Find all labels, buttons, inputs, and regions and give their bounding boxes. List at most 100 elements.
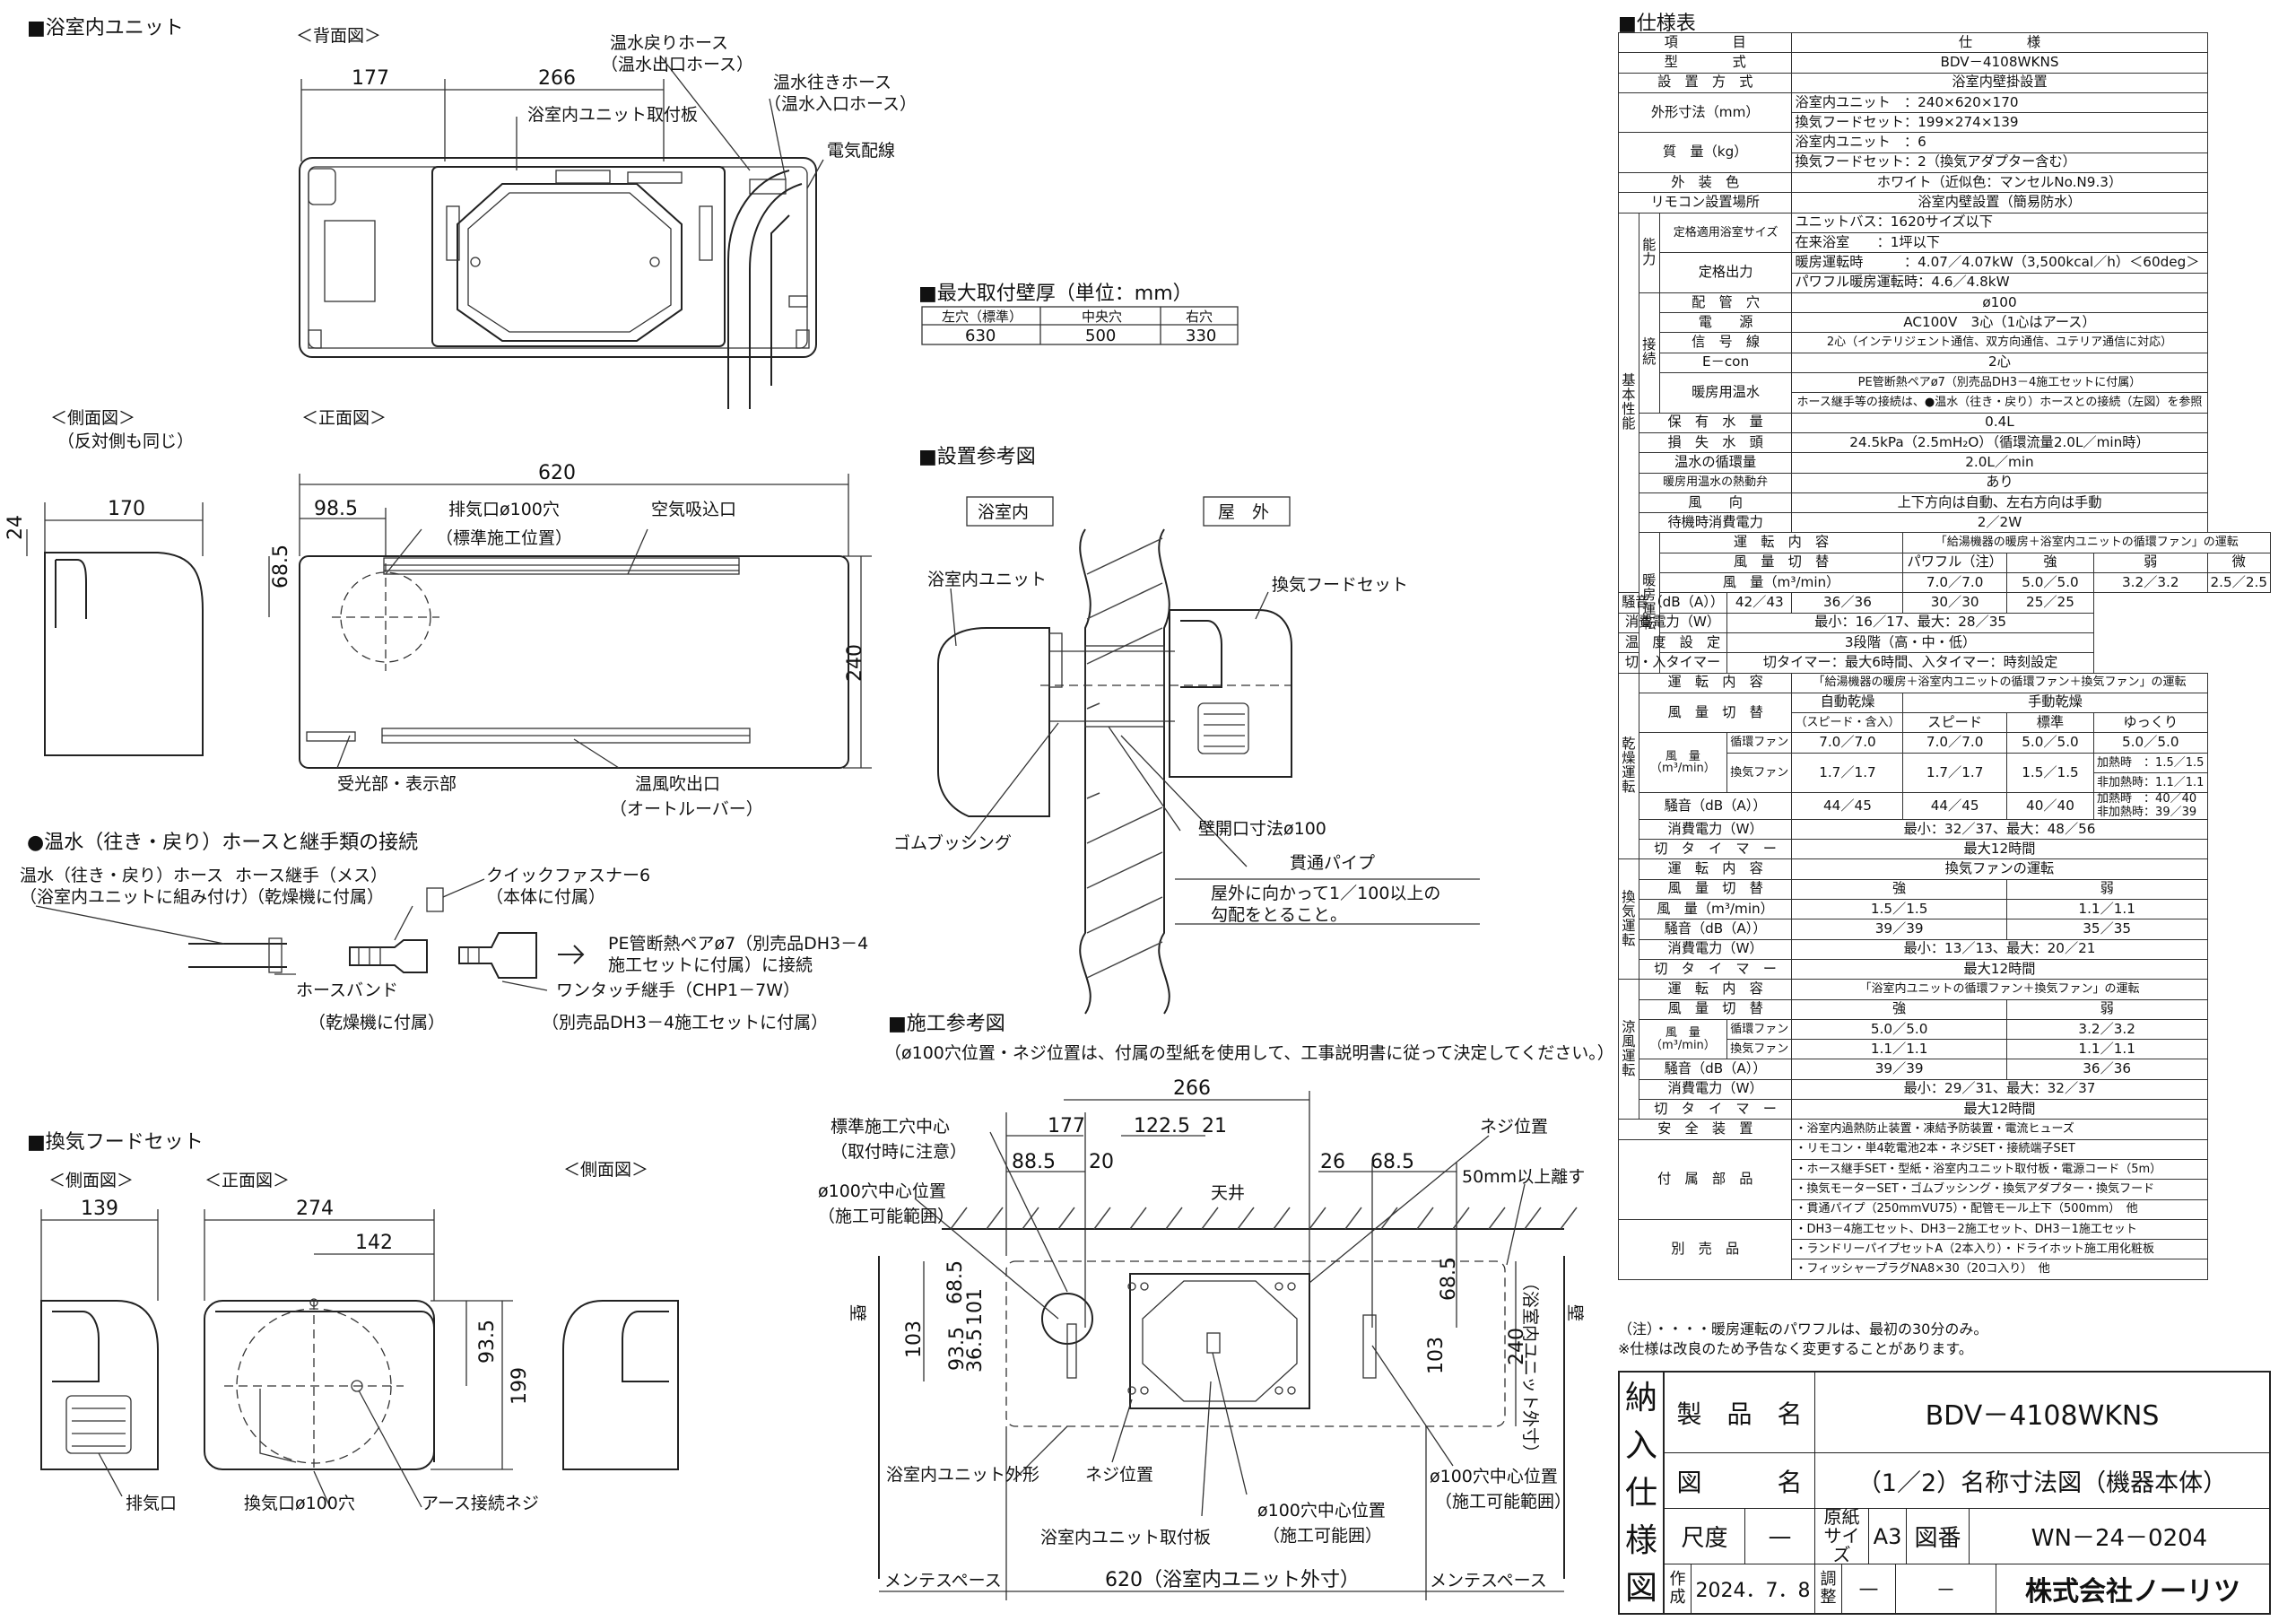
dry-vent-0: 1.7／1.7 [1791, 752, 1904, 794]
dry-power: 最小：32／37、最大：48／56 [1791, 818, 2208, 841]
spec-mass-label: 質 量（kg） [1617, 132, 1793, 174]
label-wall-right: 壁 [1565, 1304, 1585, 1321]
vent-sw-label: 風 量 切 替 [1638, 878, 1793, 901]
sold-1: ・ランドリーパイプセットA（2本入り）・ドライホット施工用化粧板 [1791, 1239, 2208, 1260]
spec-group-connection: 接続 [1638, 292, 1660, 414]
label-bushing: ゴムブッシング [893, 832, 1012, 853]
spec-hotwater-label: 暖房用温水 [1658, 372, 1793, 414]
spec-valve-label: 暖房用温水の熱動弁 [1638, 472, 1793, 493]
label-return-hose2: （温水出口ホース） [601, 55, 753, 74]
label-receiver: 受光部・表示部 [337, 774, 457, 794]
cdim-b: 177 [1048, 1115, 1085, 1137]
spec-hotwater-note: ホース継手等の接続は、●温水（往き・戻り）ホースとの接続（左図）を参照 [1791, 392, 2208, 414]
hood-side-title2: ＜側面図＞ [563, 1160, 648, 1180]
dry-vent-label: 換気ファン [1726, 752, 1793, 794]
wall-header-left: 左穴（標準） [942, 309, 1022, 325]
label-wiring: 電気配線 [827, 141, 895, 161]
wall-value-right: 330 [1186, 327, 1216, 345]
front-view-title: ＜正面図＞ [301, 408, 387, 428]
cdim-n: 103 [1425, 1337, 1448, 1374]
hose-l2: ホース継手（メス） [235, 866, 387, 885]
heat-power-label: 消費電力（W） [1617, 612, 1728, 633]
heat-timer: 切タイマー：最大6時間、入タイマー：時刻設定 [1726, 652, 2095, 674]
spec-econ: 2心 [1791, 352, 2208, 374]
label-hole-center: ø100穴中心位置 [818, 1181, 946, 1201]
construction-drawing: （ø100穴位置・ネジ位置は、付属の型紙を使用して、工事説明書に従って決定してく… [818, 1043, 1614, 1600]
spec-install-label: 設 置 方 式 [1617, 72, 1793, 93]
dim-266: 266 [538, 67, 576, 90]
safety: ・浴室内過熱防止装置・凍結予防装置・電流ヒューズ [1791, 1119, 2208, 1140]
note-1: （注）・・・・暖房運転のパワフルは、最初の30分のみ。 [1618, 1320, 1988, 1338]
dim-199: 199 [509, 1367, 531, 1405]
label-return-hose: 温水戻りホース [610, 33, 728, 53]
cool-circ-0: 5.0／5.0 [1791, 1018, 2007, 1041]
spec-output-heat: 暖房運転時 ：4.07／4.07kW（3,500kcal／h）＜60deg＞ [1791, 252, 2208, 274]
label-hole-center2: （施工可能範囲） [818, 1207, 954, 1226]
spec-water: 0.4L [1791, 412, 2208, 433]
dim-170: 170 [108, 498, 145, 520]
dry-timer: 最大12時間 [1791, 839, 2208, 860]
drawing-no: WN－24－0204 [1970, 1509, 2269, 1564]
heat-air-3: 2.5／2.5 [2206, 572, 2271, 594]
spec-title: ■仕様表 [1618, 13, 1696, 35]
label-slope2: 勾配をとること。 [1211, 905, 1347, 925]
cdim-m: 36.5 [964, 1329, 987, 1373]
section-hose: ●温水（往き・戻り）ホースと継手類の接続 [27, 832, 418, 854]
heat-temp: 3段階（高・中・低） [1726, 632, 2095, 654]
dim-139: 139 [81, 1198, 118, 1220]
dry-sw-standard: 標準 [2005, 712, 2095, 734]
cool-vent-1: 1.1／1.1 [2005, 1039, 2208, 1060]
cdim-j: 101 [964, 1288, 987, 1326]
heat-noise-1: 36／36 [1791, 592, 1904, 614]
vent-op: 換気ファンの運転 [1791, 858, 2208, 880]
spec-circ-label: 温水の循環量 [1638, 452, 1793, 474]
hose-l1: 温水（往き・戻り）ホース [20, 866, 223, 885]
vent-sw-strong: 強 [1791, 878, 2007, 901]
hood-side-title: ＜側面図＞ [48, 1171, 134, 1190]
dry-timer-label: 切 タ イ マ ー [1638, 839, 1793, 860]
spec-room-label: 定格適用浴室サイズ [1658, 212, 1793, 254]
heat-noise-2: 30／30 [1902, 592, 2007, 614]
dry-sw-speed: スピード [1902, 712, 2007, 734]
dry-noise-0: 44／45 [1791, 792, 1904, 820]
spec-size-label: 外形寸法（mm） [1617, 92, 1793, 134]
spec-pipe-hole-label: 配 管 穴 [1658, 292, 1793, 314]
vent-air-label: 風 量（m³/min） [1638, 899, 1793, 920]
spec-econ-label: E－con [1658, 352, 1793, 374]
sold-2: ・フィッシャープラグNA8×30（20コ入り） 他 [1791, 1259, 2208, 1280]
label-outdoor: 屋 外 [1218, 502, 1269, 522]
vent-timer-label: 切 タ イ マ ー [1638, 958, 1793, 980]
side-view: ＜側面図＞ （反対側も同じ） 170 24 [4, 408, 204, 756]
dry-vent-slow-heat: 加熱時 ：1.5／1.5 [2093, 752, 2208, 773]
label-std-center: 標準施工穴中心 [831, 1117, 950, 1137]
label-exhaust: 排気口ø100穴 [448, 500, 560, 519]
hood-front-title: ＜正面図＞ [204, 1171, 290, 1190]
spec-remote-label: リモコン設置場所 [1617, 192, 1793, 214]
label-outlet: 温風吹出口 [635, 774, 720, 794]
cool-vent-0: 1.1／1.1 [1791, 1039, 2007, 1060]
drawing-name: （1／2）名称寸法図（機器本体） [1815, 1453, 2269, 1509]
cdim-e: 88.5 [1012, 1151, 1056, 1173]
hose-l2b: （乾燥機に付属） [248, 887, 384, 907]
cdim-o: 68.5 [1438, 1257, 1460, 1301]
label-hole-center3b: （施工可能囲） [1263, 1526, 1382, 1546]
parts-0: ・リモコン・単4乾電池2本・ネジSET・接続端子SET [1791, 1138, 2208, 1160]
made-date: 2024．7．8 [1692, 1564, 1815, 1613]
scale-label: 尺度 [1665, 1509, 1745, 1564]
cool-sw-strong: 強 [1791, 998, 2007, 1020]
dim-177: 177 [352, 67, 389, 90]
spec-color: ホワイト（近似色：マンセルNo.N9.3） [1791, 172, 2208, 194]
title-side: 納 入 仕 様 図 [1620, 1373, 1665, 1613]
label-setup-hood: 換気フードセット [1272, 575, 1408, 595]
dry-op-label: 運 転 内 容 [1638, 672, 1793, 693]
heat-air-2: 3.2／3.2 [2093, 572, 2208, 594]
cdim-l: 93.5 [946, 1327, 969, 1371]
heat-power: 最小：16／17、最大：28／35 [1726, 612, 2095, 633]
label-hole: 壁開口寸法ø100 [1198, 819, 1326, 839]
heat-timer-label: 切・入タイマー [1617, 652, 1728, 674]
cool-sw-weak: 弱 [2005, 998, 2208, 1020]
parts-3: ・貫通パイプ（250mmVU75）・配管モール上下（500mm） 他 [1791, 1198, 2208, 1220]
made-label: 作成 [1665, 1564, 1692, 1613]
paper-size: A3 [1869, 1509, 1907, 1564]
spec-group-dry: 乾燥運転 [1618, 672, 1639, 860]
